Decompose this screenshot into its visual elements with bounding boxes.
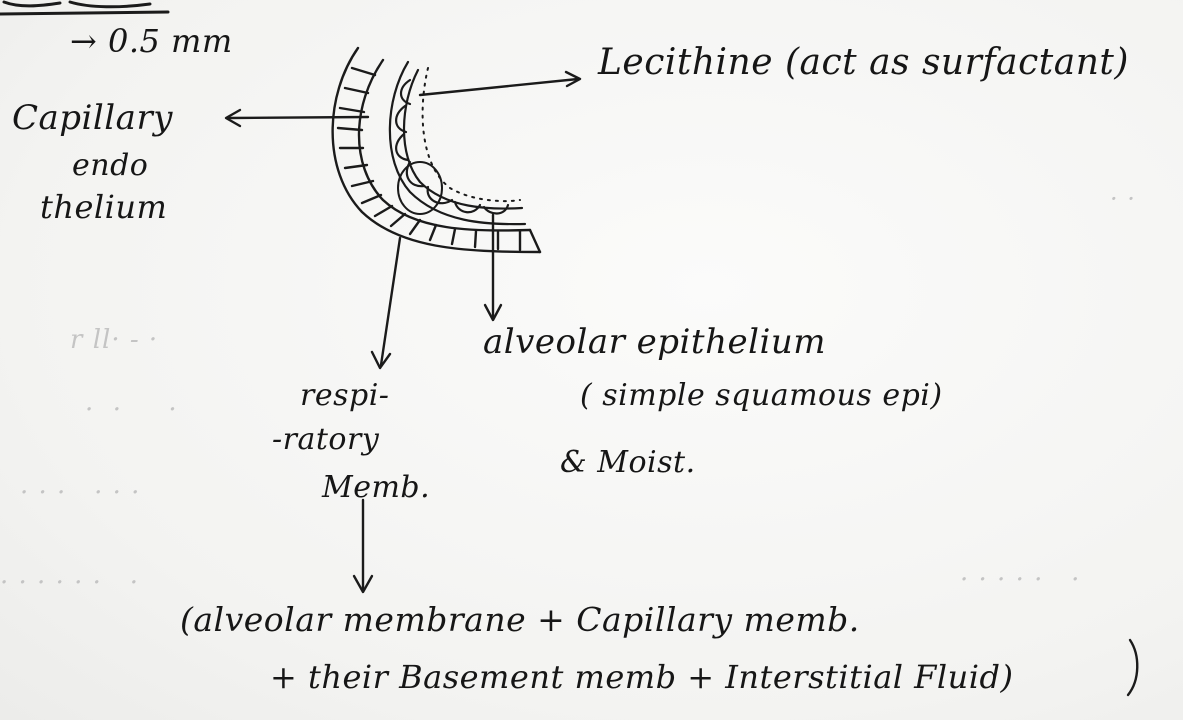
definition-line2: + their Basement memb + Interstitial Flu… bbox=[270, 658, 1013, 696]
alveolar-epithelium-label-line2: ( simple squamous epi) bbox=[580, 378, 943, 413]
capillary-endothelium-label-line2: endo bbox=[72, 148, 148, 183]
respiratory-membrane-label-line1: respi- bbox=[300, 378, 389, 413]
heading-underline bbox=[0, 12, 168, 14]
definition-line1: (alveolar membrane + Capillary memb. bbox=[180, 600, 860, 639]
scale-label: → 0.5 mm bbox=[70, 22, 233, 60]
capillary-endothelium-label-line3: thelium bbox=[40, 188, 167, 226]
respiratory-membrane-label-line2: -ratory bbox=[272, 422, 379, 457]
capillary-endothelium-label-line1: Capillary bbox=[12, 98, 173, 138]
alveolar-epithelium-label-line3: & Moist. bbox=[560, 445, 696, 480]
closing-bracket bbox=[1128, 640, 1137, 695]
respiratory-arrow bbox=[381, 238, 400, 365]
capillary-arrow bbox=[228, 117, 368, 118]
lecithine-label: Lecithine (act as surfactant) bbox=[598, 42, 1129, 83]
surfactant-layer bbox=[423, 68, 520, 201]
respiratory-membrane-label-line3: Memb. bbox=[322, 470, 430, 505]
capillary-wall-band bbox=[333, 48, 540, 252]
alveolar-epithelium-label-line1: alveolar epithelium bbox=[483, 322, 826, 362]
lecithine-arrow bbox=[420, 79, 578, 95]
